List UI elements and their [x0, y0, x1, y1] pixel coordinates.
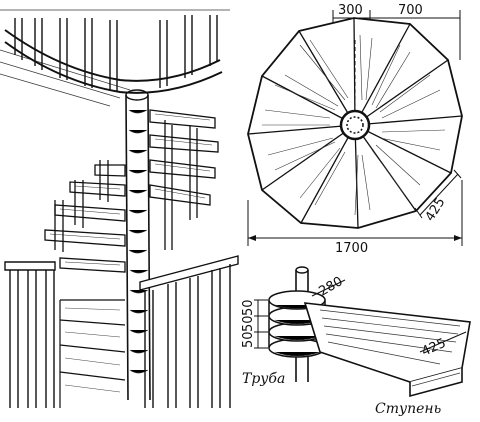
dim-pipe-diameter: 280: [317, 274, 346, 299]
dim-diameter: 1700: [335, 241, 368, 256]
label-pipe: Труба: [242, 371, 285, 387]
dim-tread-width: 700: [398, 3, 423, 18]
dim-height-middle: 50: [241, 315, 256, 332]
staircase-treads: [44, 109, 219, 273]
staircase-perspective-illustration: [0, 9, 239, 408]
label-step: Ступень: [375, 401, 441, 417]
staircase-plan-view: 300 700: [247, 3, 463, 256]
dim-height-bottom: 50: [241, 331, 256, 348]
dim-center-offset: 300: [338, 3, 363, 18]
central-column: [125, 89, 151, 401]
plan-center-column: [339, 109, 371, 141]
tread-detail-drawing: 280 50 50 50 425 Труба Ступень: [241, 266, 471, 417]
lower-railing: [4, 255, 239, 408]
dim-height-top: 50: [241, 299, 256, 316]
